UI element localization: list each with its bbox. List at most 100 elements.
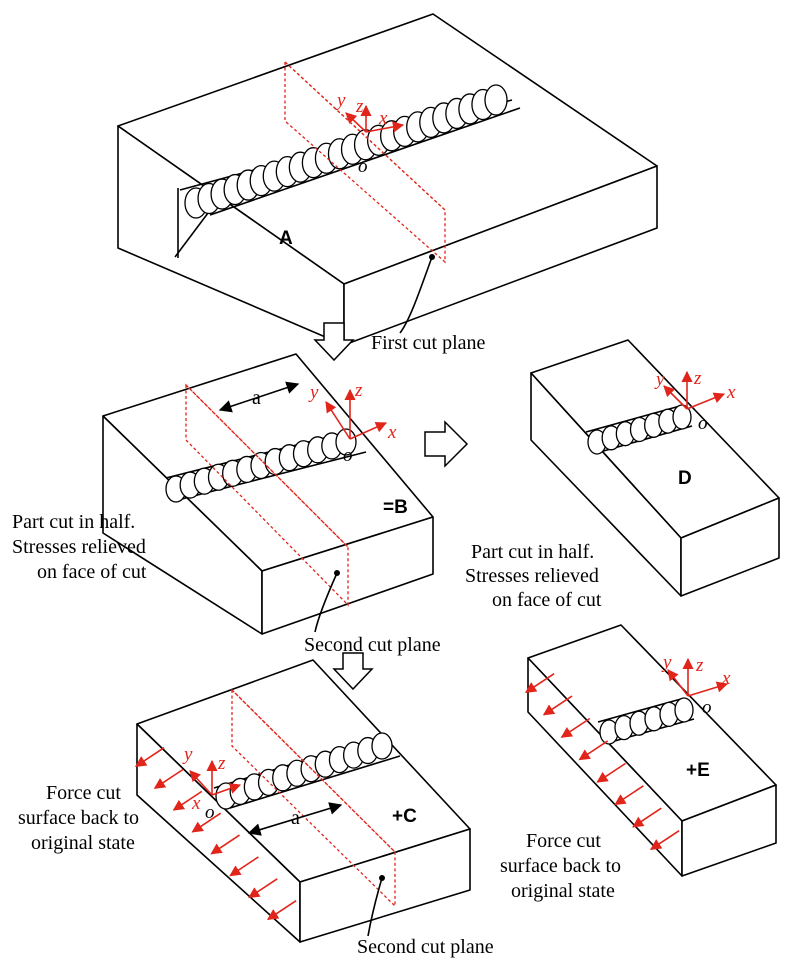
force-arrow: [172, 790, 203, 811]
first-cut-leader: [399, 256, 433, 334]
part-cut-line-2: Stresses relieved: [465, 565, 599, 587]
force-arrow: [210, 834, 240, 855]
x-axis-label: x: [191, 793, 201, 814]
force-arrow: [229, 856, 259, 877]
block-d-right-face: [680, 497, 780, 597]
block-e-label: +E: [686, 760, 710, 781]
second-cut-label-b: Second cut plane: [304, 634, 441, 656]
part-cut-line-3: on face of cut: [37, 561, 147, 583]
x-axis-arrow: [365, 121, 405, 133]
y-axis-label: y: [182, 744, 193, 765]
y-axis-label: y: [654, 369, 665, 390]
y-axis-label: y: [335, 90, 346, 111]
block-b-weld-bead: [165, 428, 357, 503]
second-cut-leader: [367, 877, 383, 937]
force-arrow: [248, 878, 278, 899]
force-arrow: [560, 717, 591, 738]
block-b: a =B Second cut plane x y z o: [102, 353, 441, 656]
block-b-axes: x y z o: [308, 380, 397, 466]
hollow-down-arrow-icon: [313, 322, 355, 362]
part-cut-line-1: Part cut in half.: [12, 511, 135, 533]
z-axis-label: z: [693, 368, 702, 389]
part-cut-line-1: Part cut in half.: [471, 541, 594, 563]
second-cut-plane: [185, 383, 349, 607]
x-axis-arrow: [686, 392, 726, 410]
origin-label: o: [205, 802, 215, 823]
force-arrow: [578, 740, 609, 761]
force-arrow: [153, 768, 184, 789]
z-axis-label: z: [355, 96, 364, 117]
weld-bead-ring: [484, 84, 508, 116]
block-c-label: +C: [392, 806, 417, 827]
force-cut-line-2: surface back to: [500, 855, 621, 877]
force-arrow: [649, 829, 680, 851]
y-axis-arrow: [663, 385, 688, 410]
block-e-weld-bead: [599, 697, 694, 745]
part-cut-note-left: Part cut in half. Stresses relieved on f…: [12, 511, 147, 583]
block-e-axes: x y z o: [661, 652, 731, 718]
block-c-force-arrows: [134, 746, 297, 921]
y-axis-arrow: [189, 770, 213, 796]
z-axis-label: z: [695, 655, 704, 676]
block-d-weld-bead: [587, 404, 692, 455]
origin-label: o: [343, 445, 353, 466]
block-e-right-face: [681, 784, 777, 877]
y-axis-label: y: [308, 382, 319, 403]
force-cut-line-3: original state: [511, 880, 615, 902]
weld-bead-ring: [674, 697, 694, 723]
first-cut-label: First cut plane: [371, 332, 486, 354]
block-c: a +C Second cut plane x y z o: [134, 659, 494, 958]
block-d-axes: x y z o: [654, 368, 736, 434]
origin-label: o: [702, 697, 712, 718]
part-cut-note-right: Part cut in half. Stresses relieved on f…: [465, 541, 602, 611]
dimension-a-label: a: [291, 807, 300, 829]
block-e: +E x y z o: [524, 624, 777, 877]
block-a-label: A: [279, 228, 293, 249]
second-cut-label-c: Second cut plane: [357, 936, 494, 958]
x-axis-arrow: [349, 421, 388, 440]
block-d: D x y z o: [530, 339, 780, 597]
force-cut-line-2: surface back to: [18, 807, 139, 829]
weld-bead-ring: [371, 732, 393, 760]
force-arrow: [134, 746, 165, 768]
force-arrow: [524, 672, 555, 694]
dimension-a-label: a: [252, 387, 261, 409]
weld-bead-ring: [335, 428, 357, 456]
block-c-weld-bead: [215, 732, 393, 810]
force-cut-line-1: Force cut: [46, 782, 121, 804]
force-arrow: [596, 762, 626, 783]
block-b-label: =B: [383, 497, 408, 518]
block-a: A First cut plane x y z o: [117, 13, 658, 354]
part-cut-line-3: on face of cut: [492, 589, 602, 611]
x-axis-label: x: [726, 382, 736, 403]
x-axis-arrow: [211, 783, 242, 796]
origin-label: o: [358, 156, 368, 177]
force-arrow: [266, 899, 297, 921]
y-axis-label: y: [661, 652, 672, 673]
force-arrow: [614, 785, 644, 806]
force-arrow: [542, 695, 573, 716]
x-axis-label: x: [721, 668, 731, 689]
z-axis-label: z: [217, 753, 226, 774]
origin-label: o: [698, 413, 708, 434]
block-e-force-arrows: [524, 672, 680, 851]
y-axis-arrow: [345, 112, 367, 133]
second-cut-leader: [314, 572, 338, 633]
block-a-groove-line: [209, 107, 521, 216]
first-cut-plane-edge: [284, 61, 446, 211]
part-cut-line-2: Stresses relieved: [12, 536, 146, 558]
y-axis-arrow: [325, 401, 351, 440]
x-axis-label: x: [387, 422, 397, 443]
block-c-axes: x y z o: [182, 744, 242, 823]
block-a-bevel-line: [174, 212, 209, 258]
force-cut-note-left: Force cut surface back to original state: [18, 782, 139, 854]
dimension-a-arrow: [218, 381, 300, 413]
x-axis-label: x: [378, 108, 388, 129]
force-cut-note-right: Force cut surface back to original state: [500, 830, 621, 902]
block-c-right-face: [299, 828, 471, 943]
force-cut-line-3: original state: [31, 832, 135, 854]
dimension-a-arrow: [247, 802, 343, 836]
hollow-down-arrow-icon: [332, 652, 374, 691]
